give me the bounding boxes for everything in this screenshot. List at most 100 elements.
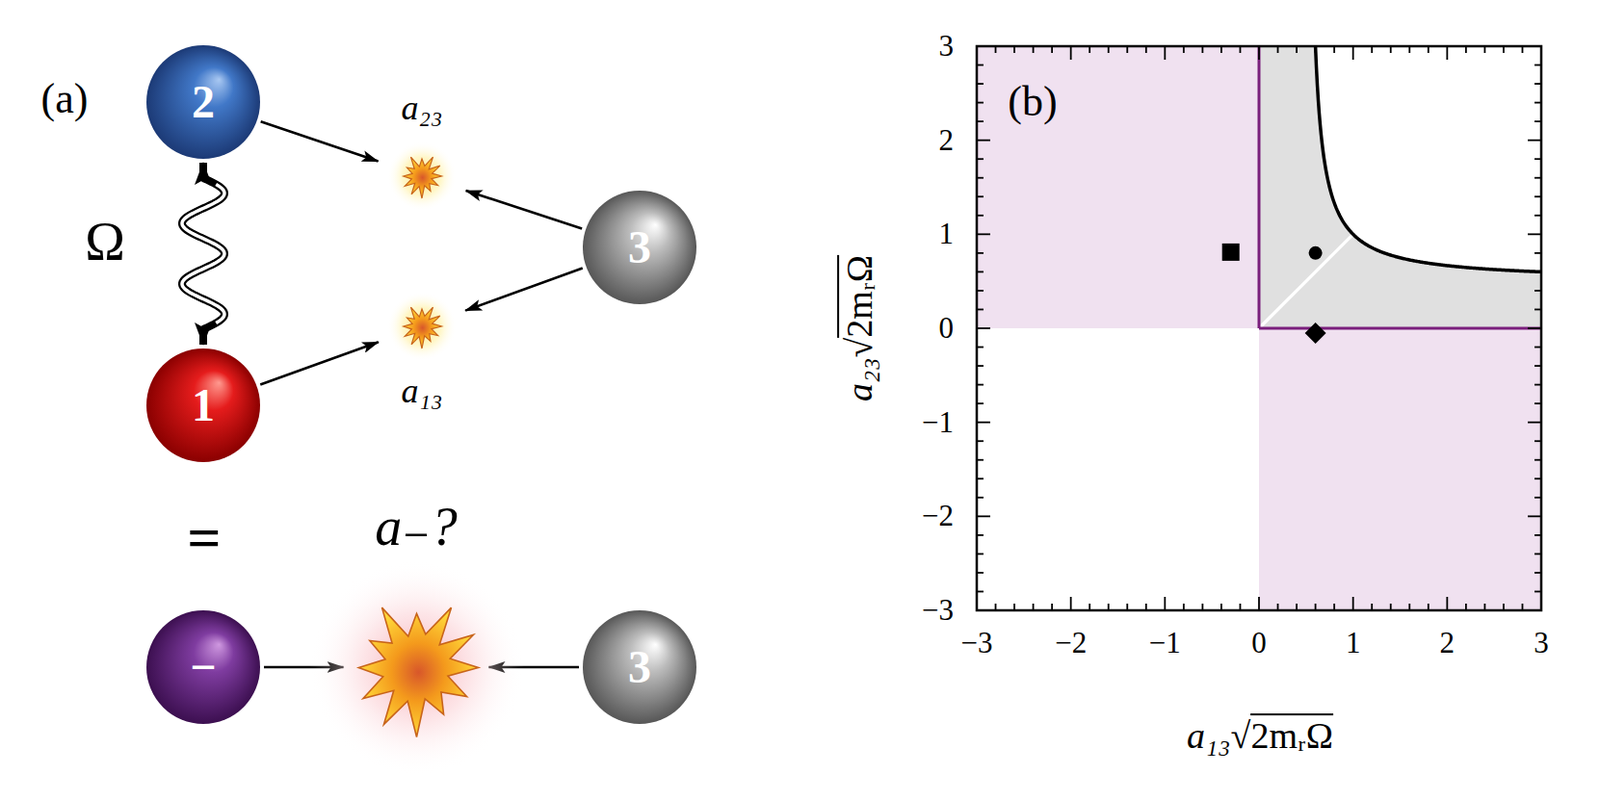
- tick-mark: [976, 553, 984, 556]
- tick-mark: [1295, 603, 1298, 611]
- particle-sphere: 1: [145, 347, 262, 464]
- tick-mark: [1534, 289, 1542, 292]
- tick-mark: [1534, 64, 1542, 67]
- tick-mark: [1427, 46, 1430, 53]
- tick-mark: [1502, 603, 1505, 611]
- tick-label: 1: [939, 217, 955, 251]
- tick-mark: [1534, 82, 1542, 85]
- sphere-body: [146, 348, 261, 463]
- particle-label: −: [189, 642, 216, 694]
- tick-mark: [1408, 603, 1411, 611]
- tick-mark: [1314, 603, 1317, 611]
- tick-mark: [976, 440, 984, 443]
- panel-label: (b): [1007, 78, 1057, 126]
- tick-mark: [1390, 46, 1392, 53]
- tick-mark: [976, 233, 991, 236]
- scattering-length: a₁₃: [400, 372, 443, 412]
- square-marker: [1222, 243, 1240, 262]
- tick-mark: [1534, 553, 1542, 556]
- tick-mark: [976, 534, 984, 537]
- tick-mark: [976, 346, 984, 349]
- tick-mark: [976, 402, 984, 405]
- tick-mark: [1220, 603, 1223, 611]
- tick-mark: [1527, 139, 1542, 142]
- tick-mark: [976, 327, 991, 330]
- tick-mark: [1070, 46, 1073, 60]
- tick-mark: [1145, 603, 1148, 611]
- tick-mark: [1408, 46, 1411, 53]
- tick-mark: [1527, 609, 1542, 612]
- tick-mark: [976, 289, 984, 292]
- tick-mark: [1088, 46, 1091, 53]
- radicand: 2mᵣΩ: [837, 255, 880, 339]
- tick-mark: [1534, 365, 1542, 368]
- tick-mark: [976, 195, 984, 198]
- tick-mark: [1145, 46, 1148, 53]
- tick-mark: [976, 365, 984, 368]
- tick-mark: [1534, 384, 1542, 387]
- tick-label: −2: [1054, 627, 1087, 660]
- tick-mark: [1182, 46, 1185, 53]
- tick-mark: [1088, 603, 1091, 611]
- node-shape: [378, 283, 466, 370]
- tick-mark: [1070, 597, 1073, 611]
- tick-label: −3: [921, 594, 954, 628]
- tick-label: 3: [939, 29, 955, 63]
- tick-mark: [1534, 309, 1542, 312]
- tick-mark: [1534, 346, 1542, 349]
- sphere-body: [582, 190, 697, 305]
- tick-mark: [1521, 46, 1524, 53]
- tick-label: 2: [939, 124, 955, 158]
- star-glow: [387, 291, 457, 362]
- tick-mark: [1540, 46, 1543, 60]
- tick-mark: [1163, 597, 1166, 611]
- tick-mark: [1534, 214, 1542, 217]
- tick-label: 1: [1345, 627, 1362, 660]
- particle-label: 2: [191, 77, 215, 129]
- tick-label: −1: [1149, 627, 1181, 660]
- tick-mark: [976, 64, 984, 67]
- tick-mark: [1534, 252, 1542, 255]
- sphere-body: [146, 610, 261, 725]
- tick-mark: [975, 597, 978, 611]
- tick-mark: [1370, 46, 1373, 53]
- tick-mark: [976, 45, 991, 48]
- tick-mark: [1527, 45, 1542, 48]
- tick-mark: [976, 609, 991, 612]
- equals-sign: =: [186, 504, 221, 571]
- tick-mark: [1527, 421, 1542, 424]
- tick-mark: [1220, 46, 1223, 53]
- tick-mark: [1484, 46, 1487, 53]
- star-burst: [358, 607, 478, 737]
- tick-mark: [995, 603, 997, 611]
- tick-mark: [1050, 46, 1053, 53]
- tick-mark: [1484, 603, 1487, 611]
- tick-label: 3: [1533, 627, 1549, 660]
- scattering-length: a₋?: [374, 498, 458, 558]
- tick-mark: [976, 177, 984, 180]
- tick-mark: [1534, 440, 1542, 443]
- axis-title: a₂₃√2mᵣΩ: [839, 255, 881, 402]
- tick-mark: [976, 252, 984, 255]
- axis-title: a₁₃√2mᵣΩ: [1186, 716, 1334, 758]
- tick-mark: [1534, 572, 1542, 575]
- tick-mark: [976, 459, 984, 462]
- tick-label: 2: [1440, 627, 1456, 660]
- arrow-line: [465, 267, 583, 311]
- tick-mark: [976, 421, 991, 424]
- arrow-line: [260, 341, 379, 385]
- interaction-star: a₁₃: [378, 283, 466, 370]
- coupling-wave: [182, 162, 225, 345]
- tick-mark: [1370, 603, 1373, 611]
- tick-mark: [1107, 603, 1110, 611]
- scattering-length: a₂₃: [400, 89, 443, 129]
- tick-mark: [976, 102, 984, 105]
- tick-mark: [976, 572, 984, 575]
- tick-mark: [976, 384, 984, 387]
- tick-label: −3: [960, 627, 993, 660]
- particle-label: 3: [628, 642, 652, 694]
- tick-mark: [1239, 46, 1242, 53]
- tick-mark: [1032, 603, 1035, 611]
- region-fill: [1259, 46, 1542, 329]
- tick-mark: [976, 497, 984, 499]
